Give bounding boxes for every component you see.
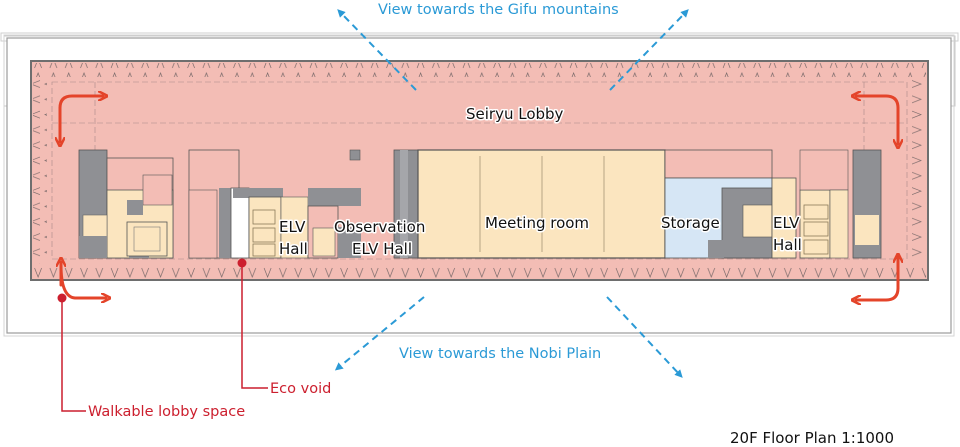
- label-observation-2: ELV Hall: [352, 240, 412, 258]
- left-core: [78, 149, 361, 259]
- curtain-wall-top: [33, 63, 926, 77]
- label-meeting-room: Meeting room: [485, 214, 589, 232]
- right-core: [664, 149, 882, 259]
- label-elv-hall-left-2: Hall: [279, 240, 308, 258]
- view-label-nobi: View towards the Nobi Plain: [399, 346, 601, 362]
- label-walkable-lobby: Walkable lobby space: [88, 404, 245, 420]
- meeting-room-block: [393, 149, 666, 259]
- view-arrow-ne: [609, 9, 689, 91]
- label-storage: Storage: [661, 214, 720, 232]
- meeting-room-area: [417, 149, 666, 259]
- circulation-arrows: [60, 96, 898, 300]
- curtain-wall-bottom: [33, 264, 926, 278]
- eco-void-marker: [237, 258, 247, 268]
- gridline-perimeter: [51, 81, 908, 260]
- leader-eco-void: [241, 263, 268, 389]
- view-label-gifu: View towards the Gifu mountains: [378, 2, 619, 18]
- label-elv-hall-right-2: Hall: [773, 236, 802, 254]
- label-seiryu-lobby: Seiryu Lobby: [466, 105, 564, 123]
- site-boundary-inner: [3, 34, 955, 337]
- label-elv-hall-right-1: ELV: [773, 214, 800, 232]
- view-arrow-se: [606, 296, 683, 378]
- curtain-wall-right: [912, 77, 926, 264]
- view-arrow-sw: [334, 296, 425, 371]
- curtain-wall-left: [33, 77, 47, 264]
- label-elv-hall-left-1: ELV: [279, 218, 306, 236]
- plan-title: 20F Floor Plan 1:1000: [730, 429, 894, 447]
- leader-walkable-lobby: [61, 298, 86, 412]
- view-arrow-nw: [337, 9, 417, 91]
- label-eco-void: Eco void: [270, 381, 331, 397]
- walkable-lobby-marker: [57, 293, 67, 303]
- view-arrows: [334, 9, 689, 378]
- callout-leaders: [61, 263, 268, 412]
- label-observation-1: Observation: [334, 218, 425, 236]
